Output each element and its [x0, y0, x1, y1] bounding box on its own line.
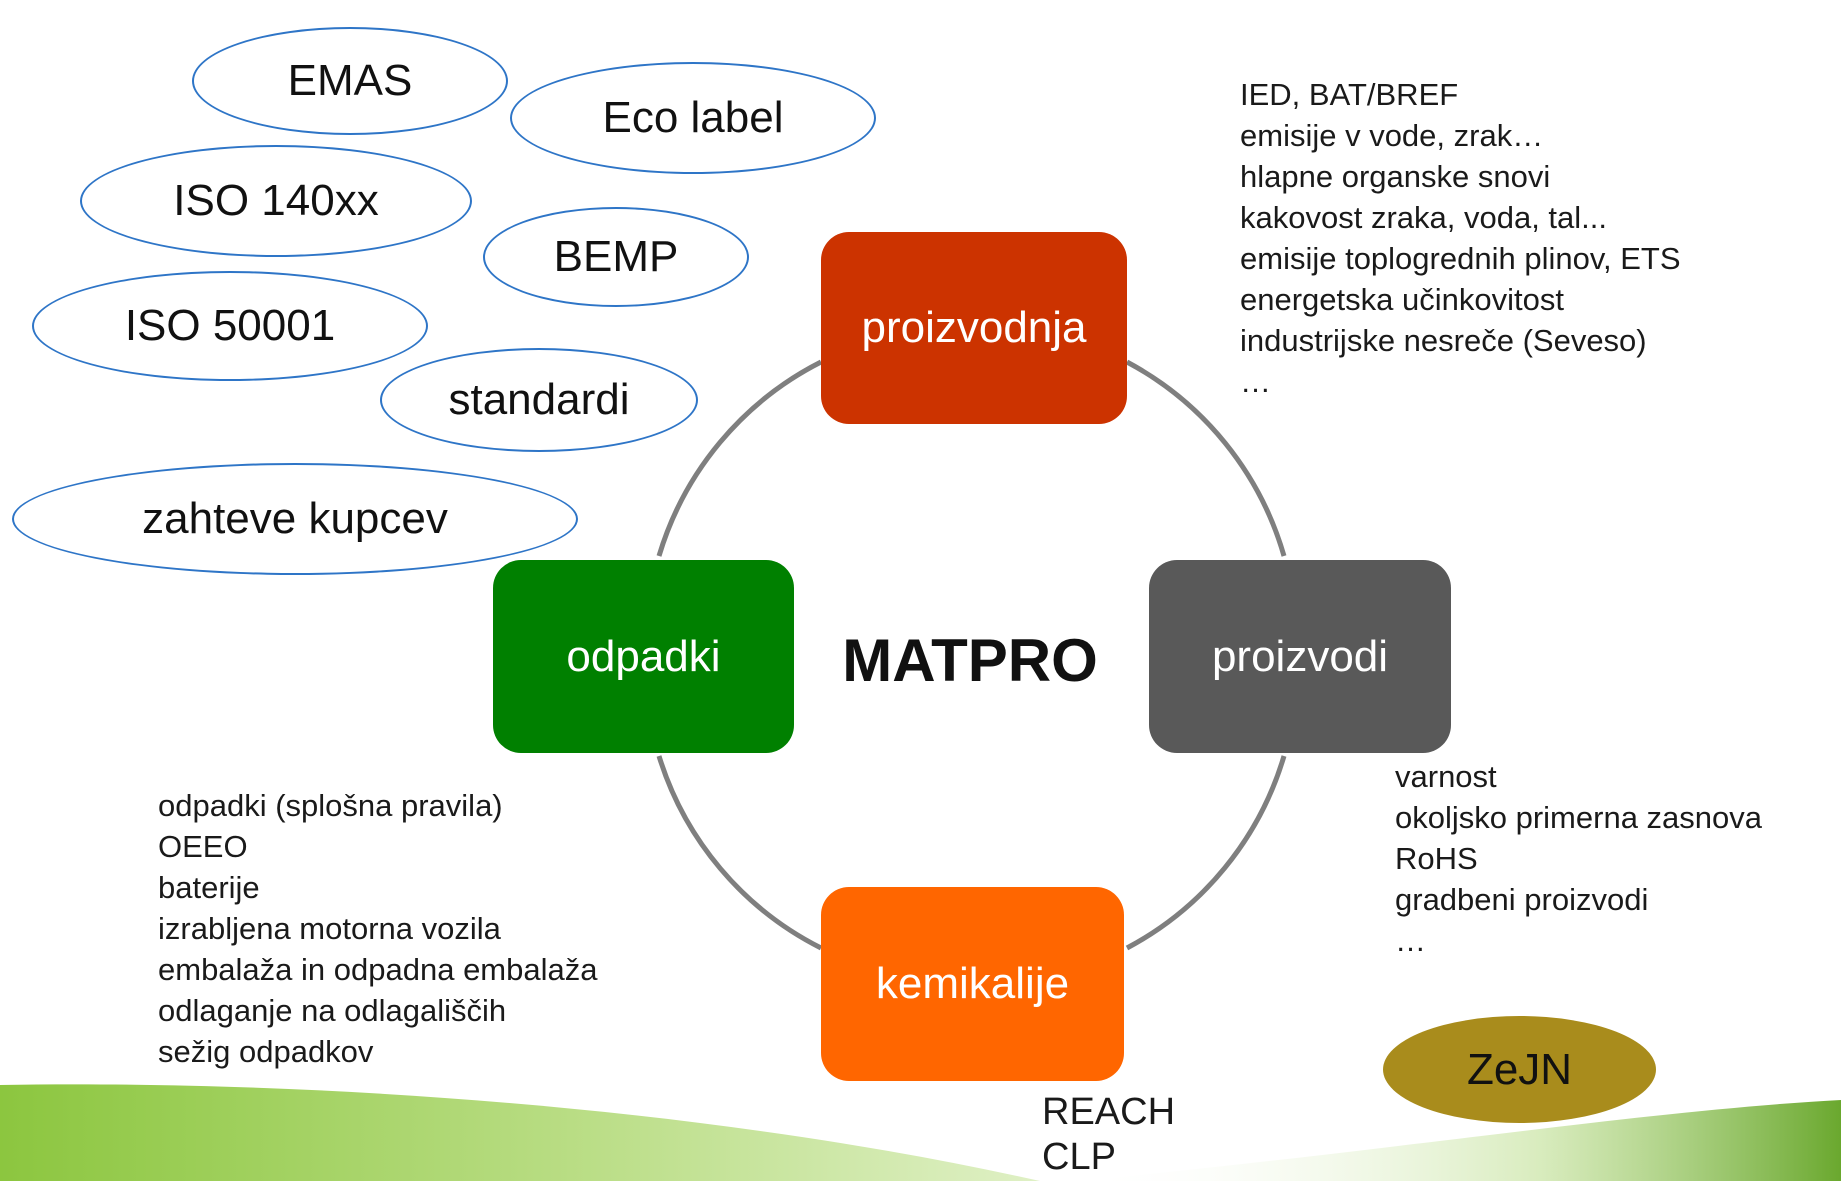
- list-item: energetska učinkovitost: [1240, 282, 1564, 317]
- ring-arc-bottom-right: [1125, 755, 1287, 951]
- list-item: OEEO: [158, 829, 248, 864]
- box-proizvodi: proizvodi: [1149, 560, 1451, 753]
- list-item: hlapne organske snovi: [1240, 159, 1551, 194]
- list-item: RoHS: [1395, 841, 1478, 876]
- list-item: industrijske nesreče (Seveso): [1240, 323, 1647, 358]
- oval-eco-label: Eco label: [510, 62, 876, 174]
- oval-zahteve-kupcev: zahteve kupcev: [12, 463, 578, 575]
- badge-zejn: ZeJN: [1383, 1016, 1656, 1123]
- list-item: gradbeni proizvodi: [1395, 882, 1649, 917]
- list-item: varnost: [1395, 759, 1497, 794]
- list-item: okoljsko primerna zasnova: [1395, 800, 1763, 835]
- production-topics-list: IED, BAT/BREF emisije v vode, zrak… hlap…: [1240, 74, 1681, 402]
- oval-iso-50001: ISO 50001: [32, 271, 428, 381]
- box-kemikalije: kemikalije: [821, 887, 1124, 1081]
- ring-arc-top-left: [656, 359, 823, 557]
- list-item: sežig odpadkov: [158, 1034, 374, 1069]
- list-item: emisije toplogrednih plinov, ETS: [1240, 241, 1681, 276]
- list-item: izrabljena motorna vozila: [158, 911, 501, 946]
- oval-standardi: standardi: [380, 348, 698, 452]
- list-item: embalaža in odpadna embalaža: [158, 952, 598, 987]
- decorative-band-right: [1080, 1100, 1841, 1181]
- list-item: odpadki (splošna pravila): [158, 788, 503, 823]
- list-item: emisije v vode, zrak…: [1240, 118, 1544, 153]
- list-item: IED, BAT/BREF: [1240, 77, 1459, 112]
- ring-arc-bottom-left: [656, 755, 823, 951]
- oval-emas: EMAS: [192, 27, 508, 135]
- list-item: kakovost zraka, voda, tal...: [1240, 200, 1608, 235]
- products-topics-list: varnost okoljsko primerna zasnova RoHS g…: [1395, 756, 1762, 961]
- list-item: baterije: [158, 870, 260, 905]
- box-odpadki: odpadki: [493, 560, 794, 753]
- waste-topics-list: odpadki (splošna pravila) OEEO baterije …: [158, 785, 597, 1072]
- box-proizvodnja: proizvodnja: [821, 232, 1127, 424]
- chemicals-topics-list: REACH CLP: [1042, 1090, 1175, 1180]
- list-item: …: [1395, 923, 1426, 958]
- decorative-band-left: [0, 1084, 1040, 1181]
- list-item: CLP: [1042, 1136, 1116, 1178]
- list-item: odlaganje na odlagališčih: [158, 993, 507, 1028]
- ring-arc-top-right: [1125, 359, 1287, 557]
- oval-iso-140xx: ISO 140xx: [80, 145, 472, 257]
- list-item: REACH: [1042, 1091, 1176, 1133]
- center-title-matpro: MATPRO: [842, 626, 1098, 694]
- list-item: …: [1240, 364, 1271, 399]
- oval-bemp: BEMP: [483, 207, 749, 307]
